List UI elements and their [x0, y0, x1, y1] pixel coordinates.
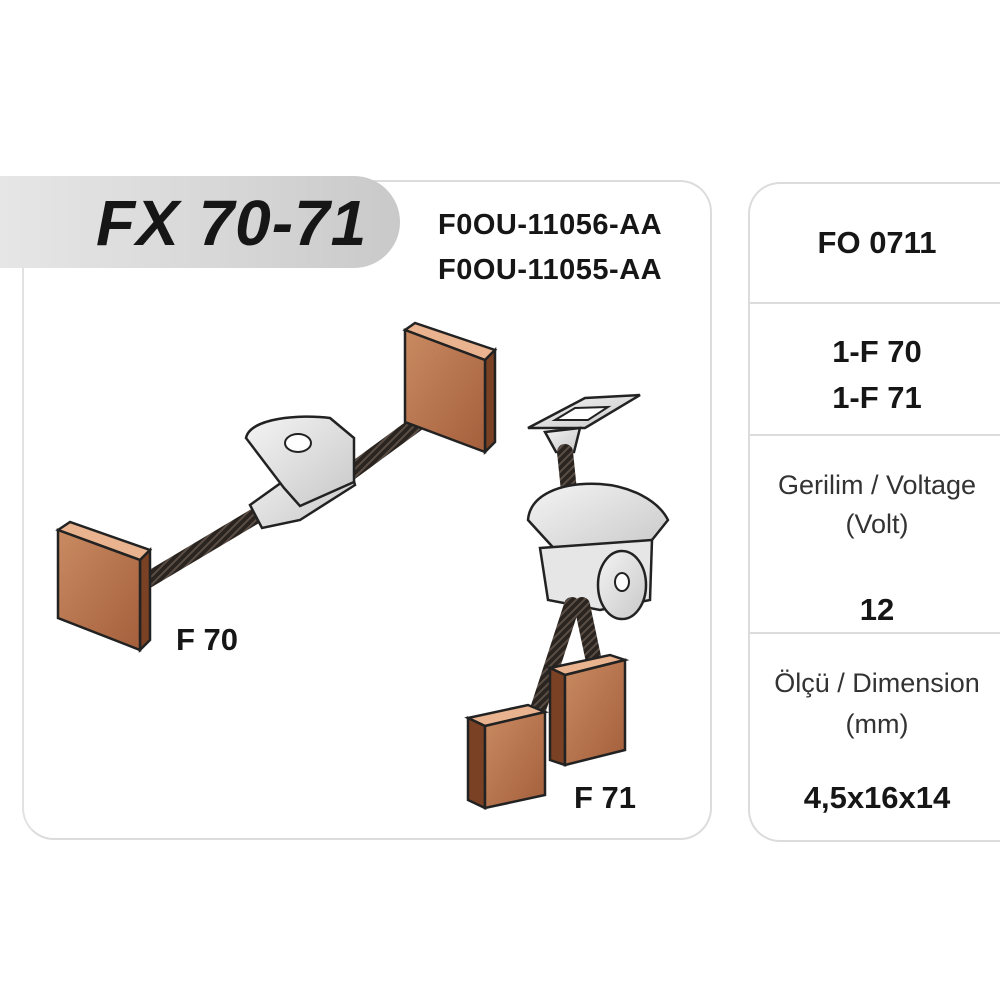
voltage-value: 12: [859, 592, 895, 627]
f71-top-terminal: [527, 393, 641, 454]
spec-model-1: 1-F 70: [832, 334, 922, 369]
spec-model-2: 1-F 71: [832, 380, 922, 415]
f70-braid-left: [140, 504, 270, 588]
spec-divider-1: [750, 302, 1000, 304]
dimension-label: Ölçü / Dimension: [774, 668, 980, 698]
dimension-unit-label: (mm): [845, 709, 909, 739]
voltage-label: Gerilim / Voltage: [777, 470, 977, 500]
f70-brush-assembly: [55, 321, 498, 654]
f70-label: F 70: [176, 622, 239, 657]
title-tab: [0, 176, 400, 268]
voltage-unit-label: (Volt): [845, 509, 909, 539]
f71-carbon-front: [464, 703, 550, 810]
spec-divider-2: [750, 434, 1000, 436]
spec-panel: [748, 182, 1000, 842]
f71-holder: [526, 482, 670, 621]
product-title: FX 70-71: [96, 187, 368, 259]
f70-carbon-left: [55, 520, 153, 654]
spec-code: FO 0711: [817, 225, 937, 260]
part-number-1: F0OU-11056-AA: [438, 209, 663, 241]
f70-terminal: [244, 415, 357, 530]
f71-carbon-rear: [546, 653, 630, 767]
f71-label: F 71: [574, 780, 637, 815]
f71-brush-assembly: [464, 393, 670, 810]
dimension-value: 4,5x16x14: [803, 780, 951, 815]
f70-carbon-right: [402, 321, 498, 456]
spec-divider-3: [750, 632, 1000, 634]
part-number-2: F0OU-11055-AA: [438, 254, 663, 286]
